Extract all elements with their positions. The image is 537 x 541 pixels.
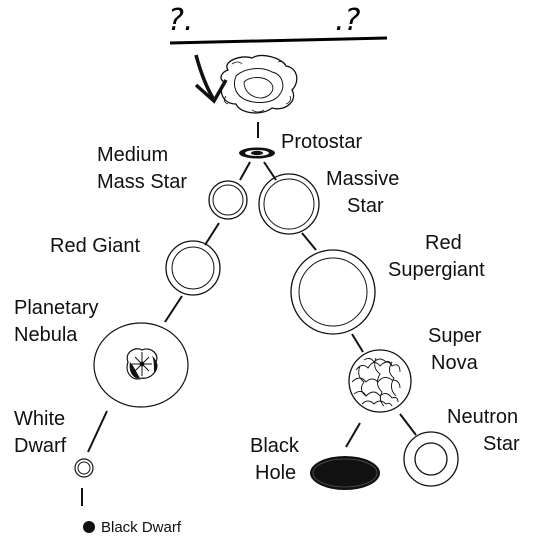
label-massive-star-line2: Star xyxy=(347,195,384,217)
neutron-star-icon xyxy=(403,431,459,487)
label-neutron-star-line2: Star xyxy=(483,433,520,455)
question-mark-left: ?. xyxy=(168,3,193,38)
label-black-dwarf: Black Dwarf xyxy=(101,519,182,536)
label-black-hole-line1: Black xyxy=(250,435,300,457)
stellar-nebula-image xyxy=(220,54,298,114)
label-red-giant: Red Giant xyxy=(50,235,140,257)
supernova-icon xyxy=(348,349,412,413)
massive-star-icon xyxy=(258,173,320,235)
protostar-icon xyxy=(239,147,275,159)
white-dwarf-icon xyxy=(74,458,94,478)
connector-medium-redgiant xyxy=(204,222,220,246)
connector-protostar-medium xyxy=(239,161,251,181)
header-underline xyxy=(169,36,388,45)
label-super-nova-line2: Nova xyxy=(431,352,479,374)
label-black-hole-line2: Hole xyxy=(255,462,296,484)
label-planetary-nebula-line2: Nebula xyxy=(14,324,78,346)
connector-protostar-massive xyxy=(263,161,277,181)
label-medium-mass-star-line1: Medium xyxy=(97,144,168,166)
connector-redgiant-nebula xyxy=(164,295,183,323)
connector-supergiant-supernova xyxy=(351,333,364,353)
connector-massive-supergiant xyxy=(301,232,317,251)
label-planetary-nebula-line1: Planetary xyxy=(14,297,99,319)
red-supergiant-icon xyxy=(290,249,376,335)
label-white-dwarf-line1: White xyxy=(14,408,65,430)
label-neutron-star-line1: Neutron xyxy=(447,406,518,428)
black-dwarf-icon xyxy=(83,521,95,533)
black-hole-icon xyxy=(310,456,380,490)
label-massive-star-line1: Massive xyxy=(326,168,399,190)
label-super-nova-line1: Super xyxy=(428,325,482,347)
label-protostar: Protostar xyxy=(281,131,362,153)
medium-mass-star-icon xyxy=(208,180,248,220)
question-mark-right: .? xyxy=(335,3,361,38)
label-red-supergiant-line1: Red xyxy=(425,232,462,254)
connector-nebula-whitedwarf xyxy=(87,410,108,453)
planetary-nebula-icon xyxy=(93,322,189,408)
label-red-supergiant-line2: Supergiant xyxy=(388,259,485,281)
label-white-dwarf-line2: Dwarf xyxy=(14,435,67,457)
connector-supernova-neutron xyxy=(399,413,417,436)
connector-supernova-blackhole xyxy=(345,422,361,448)
curved-arrow-icon xyxy=(194,54,216,101)
red-giant-icon xyxy=(165,240,221,296)
label-medium-mass-star-line2: Mass Star xyxy=(97,171,187,193)
